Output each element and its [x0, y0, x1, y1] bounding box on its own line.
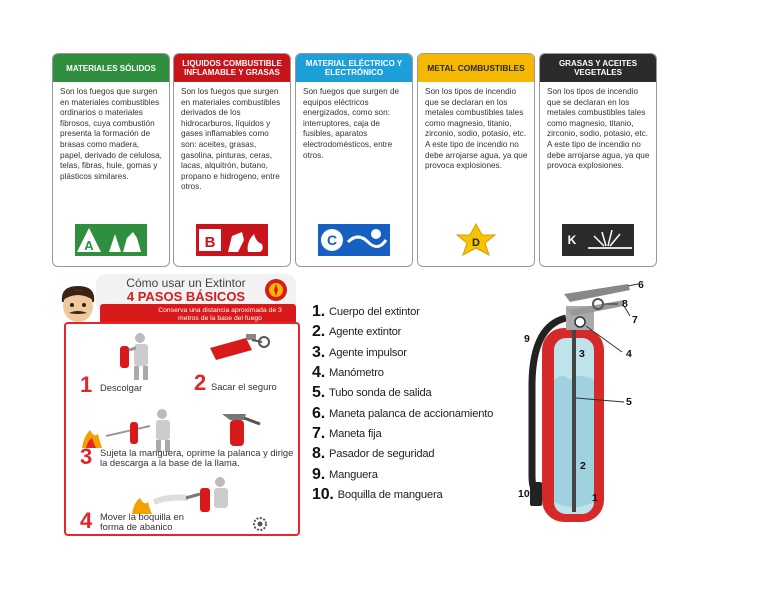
part-item: 7.Maneta fija — [312, 424, 382, 442]
step-text: Sujeta la manguera, oprime la palanca y … — [100, 447, 294, 468]
guide-subtitle: 4 PASOS BÁSICOS — [126, 289, 246, 304]
callout-4: 4 — [626, 348, 632, 360]
card-title: LIQUIDOS COMBUSTIBLE INFLAMABLE Y GRASAS — [174, 54, 290, 82]
card-title: MATERIALES SÓLIDOS — [53, 54, 169, 82]
class-letter: C — [327, 232, 337, 248]
card-body: Son los fuegos que surgen en materiales … — [60, 87, 162, 181]
sweeping-nozzle-icon — [132, 477, 228, 514]
card-body: Son fuegos que surgen de equipos eléctri… — [303, 87, 400, 160]
card-class-c: MATERIAL ELÉCTRICO Y ELECTRÓNICO Son fue… — [295, 53, 413, 267]
card-class-d: METAL COMBUSTIBLES Son los tipos de ince… — [417, 53, 535, 267]
card-title: MATERIAL ELÉCTRICO Y ELECTRÓNICO — [296, 54, 412, 82]
callout-8: 8 — [622, 298, 628, 310]
step-text: Mover la boquilla en forma de abanico — [100, 511, 184, 532]
part-item: 9.Manguera — [312, 465, 378, 483]
step-text: Descolgar — [100, 382, 143, 393]
steps-box: 1 Descolgar 2 Sacar el seguro 3 Sujeta l… — [64, 322, 300, 536]
class-c-icon: C — [296, 222, 412, 258]
part-item: 2.Agente extintor — [312, 323, 402, 341]
callout-7: 7 — [632, 314, 638, 326]
callout-1: 1 — [592, 492, 598, 504]
squeezing-lever-icon — [222, 414, 261, 446]
discharging-extinguisher-icon — [82, 409, 170, 452]
class-d-star-icon: D — [418, 222, 534, 258]
class-letter: K — [568, 233, 577, 247]
extinguisher-diagram — [528, 283, 639, 522]
part-item: 4.Manómetro — [312, 364, 384, 382]
card-body: Son los tipos de incendio que se declara… — [547, 87, 650, 171]
distance-note: Conserva una distancia aproximada de 3 m… — [100, 304, 296, 326]
card-title: GRASAS Y ACEITES VEGETALES — [540, 54, 656, 82]
part-item: 1.Cuerpo del extintor — [312, 303, 420, 321]
class-a-icon: A — [53, 222, 169, 258]
safety-badge-icon — [265, 279, 287, 301]
step-number: 2 — [194, 370, 207, 395]
step-number: 1 — [80, 372, 93, 397]
class-letter: D — [472, 237, 480, 249]
callout-9: 9 — [524, 333, 530, 345]
how-to-use-panel: Cómo usar un Extintor 4 PASOS BÁSICOS Co… — [61, 270, 300, 536]
part-item: 8.Pasador de seguridad — [312, 445, 435, 463]
card-class-a: MATERIALES SÓLIDOS Son los fuegos que su… — [52, 53, 170, 267]
step-text: Sacar el seguro — [211, 381, 277, 392]
part-item: 3.Agente impulsor — [312, 343, 407, 361]
callout-10: 10 — [518, 488, 530, 500]
mascot-face-icon — [61, 286, 95, 322]
class-letter: B — [205, 234, 216, 251]
card-class-k: GRASAS Y ACEITES VEGETALES Son los tipos… — [539, 53, 657, 267]
callout-2: 2 — [580, 460, 586, 472]
card-class-b: LIQUIDOS COMBUSTIBLE INFLAMABLE Y GRASAS… — [173, 53, 291, 267]
card-body: Son los fuegos que surgen en materiales … — [181, 87, 281, 192]
class-b-icon: B — [174, 222, 290, 258]
callout-6: 6 — [638, 279, 644, 291]
class-k-icon: K — [540, 222, 656, 258]
parts-list: 1.Cuerpo del extintor 2.Agente extintor … — [312, 302, 502, 505]
part-item: 10.Boquilla de manguera — [312, 485, 443, 503]
step-number: 4 — [80, 508, 93, 533]
card-body: Son los tipos de incendio que se declara… — [425, 87, 528, 171]
callout-3: 3 — [579, 348, 585, 360]
card-title: METAL COMBUSTIBLES — [418, 54, 534, 82]
class-letter: A — [84, 238, 94, 253]
guide-title: Cómo usar un Extintor — [126, 276, 246, 290]
gear-logo-icon — [253, 517, 267, 531]
step-number: 3 — [80, 444, 93, 469]
pulling-pin-icon — [210, 334, 270, 360]
part-item: 6.Maneta palanca de accionamiento — [312, 404, 494, 422]
part-item: 5.Tubo sonda de salida — [312, 384, 432, 402]
person-unhooking-extinguisher-icon — [120, 333, 148, 380]
callout-5: 5 — [626, 396, 632, 408]
